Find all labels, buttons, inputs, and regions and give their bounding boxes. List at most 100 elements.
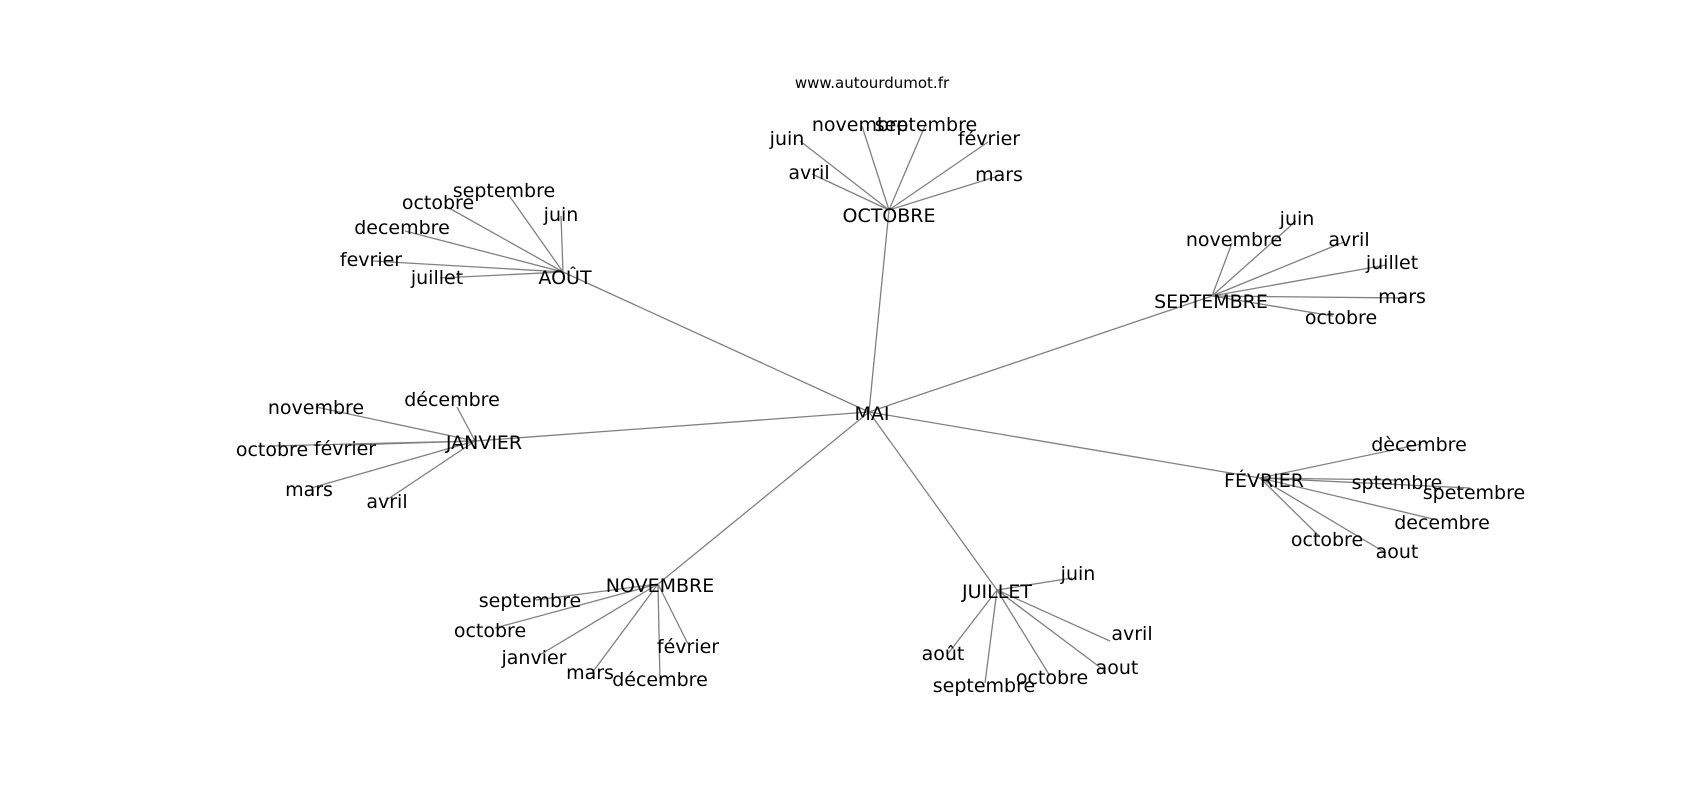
- graph-edge: [474, 411, 870, 442]
- leaf-node-label: septembre: [875, 114, 977, 136]
- graph-edge: [888, 125, 926, 211]
- graph-edge: [868, 411, 1261, 479]
- graph-edge: [562, 271, 870, 413]
- graph-edge: [387, 440, 476, 500]
- leaf-node-label: février: [958, 128, 1020, 150]
- graph-edge: [996, 577, 1073, 591]
- leaf-node-label: aout: [1376, 541, 1419, 563]
- graph-edges: [269, 125, 1471, 684]
- leaf-node-label: avril: [1111, 623, 1152, 645]
- leaf-node-label: sptembre: [1352, 472, 1443, 494]
- graph-nodes: OCTOBREjuinnovembreseptembrefévrieravril…: [236, 114, 1525, 697]
- hub-node-label: FÉVRIER: [1224, 469, 1304, 492]
- graph-edge: [507, 193, 564, 273]
- graph-edge: [456, 406, 476, 442]
- graph-edge: [861, 125, 890, 211]
- leaf-node-label: décembre: [612, 669, 708, 691]
- graph-edge: [494, 583, 659, 629]
- leaf-node-label: décembre: [404, 389, 500, 411]
- graph-edge: [1211, 241, 1345, 297]
- hub-node-label: JANVIER: [445, 432, 522, 454]
- leaf-node-label: dècembre: [1371, 434, 1467, 456]
- graph-edge: [1259, 477, 1434, 520]
- leaf-node-label: avril: [366, 491, 407, 513]
- hub-node-label: AOÛT: [538, 265, 592, 289]
- leaf-node-label: decembre: [354, 217, 450, 239]
- graph-edge: [537, 583, 659, 657]
- leaf-node-label: mars: [285, 479, 333, 501]
- graph-edge: [315, 406, 476, 442]
- leaf-node-label: août: [922, 643, 965, 665]
- leaf-node-label: juin: [769, 128, 805, 150]
- leaf-node-label: novembre: [1186, 229, 1282, 251]
- graph-edge: [657, 583, 661, 684]
- hub-node-label: JUILLET: [961, 581, 1032, 603]
- root-node-label: MAI: [855, 403, 890, 425]
- leaf-node-label: février: [314, 438, 376, 460]
- leaf-node-label: juillet: [1365, 252, 1418, 274]
- hub-node-label: SEPTEMBRE: [1154, 291, 1268, 313]
- leaf-node-label: juin: [543, 204, 579, 226]
- leaf-node-label: octobre: [1291, 529, 1363, 551]
- leaf-node-label: octobre: [236, 439, 308, 461]
- source-url: www.autourdumot.fr: [795, 74, 950, 92]
- leaf-node-label: aout: [1096, 657, 1139, 679]
- leaf-node-label: fevrier: [340, 249, 402, 271]
- leaf-node-label: juillet: [410, 267, 463, 289]
- graph-edge: [1259, 477, 1321, 538]
- leaf-node-label: janvier: [501, 647, 567, 669]
- graph-edge: [888, 176, 996, 211]
- graph-edge: [448, 207, 564, 273]
- leaf-node-label: septembre: [453, 180, 555, 202]
- graph-edge: [1211, 295, 1334, 317]
- graph-edge: [560, 215, 564, 273]
- graph-edge: [310, 440, 476, 489]
- leaf-node-label: novembre: [268, 397, 364, 419]
- leaf-node-label: octobre: [1016, 667, 1088, 689]
- graph-edge: [946, 589, 998, 656]
- leaf-node-label: septembre: [933, 675, 1035, 697]
- graph-edge: [591, 583, 659, 674]
- leaf-node-label: decembre: [1394, 512, 1490, 534]
- graph-edge: [657, 583, 689, 645]
- leaf-node-label: septembre: [479, 590, 581, 612]
- graph-edge: [996, 589, 1106, 672]
- graph-edge: [984, 589, 998, 684]
- graph-edge: [1259, 443, 1422, 479]
- graph-edge: [996, 589, 1111, 642]
- hub-node-label: OCTOBRE: [842, 205, 935, 227]
- graph-edge: [535, 583, 659, 601]
- leaf-node-label: octobre: [454, 620, 526, 642]
- graph-edge: [1259, 477, 1471, 489]
- graph-edge: [404, 230, 564, 273]
- graph-edge: [868, 411, 998, 591]
- graph-edge: [371, 260, 564, 273]
- hub-node-label: NOVEMBRE: [606, 575, 714, 597]
- graph-edge: [1211, 264, 1387, 297]
- graph-edge: [1259, 477, 1397, 481]
- graph-edge: [888, 141, 989, 211]
- graph-edge: [868, 295, 1213, 413]
- leaf-node-label: octobre: [402, 192, 474, 214]
- graph-edge: [439, 271, 564, 279]
- graph-edge: [868, 209, 890, 413]
- graph-edge: [996, 589, 1051, 677]
- leaf-node-label: novembre: [812, 114, 908, 136]
- graph-edge: [657, 411, 870, 585]
- leaf-node-label: juin: [1060, 563, 1096, 585]
- graph-edge: [811, 173, 890, 211]
- leaf-node-label: avril: [788, 162, 829, 184]
- leaf-node-label: spetembre: [1423, 482, 1525, 504]
- graph-edge: [347, 440, 476, 446]
- leaf-node-label: février: [657, 636, 719, 658]
- leaf-node-label: juin: [1279, 208, 1315, 230]
- graph-edge: [1211, 242, 1233, 297]
- leaf-node-label: octobre: [1305, 307, 1377, 329]
- graph-edge: [1211, 220, 1297, 297]
- leaf-node-label: mars: [975, 164, 1023, 186]
- graph-edge: [799, 140, 890, 211]
- leaf-node-label: mars: [566, 662, 614, 684]
- graph-edge: [1211, 295, 1406, 299]
- graph-edge: [1259, 477, 1387, 554]
